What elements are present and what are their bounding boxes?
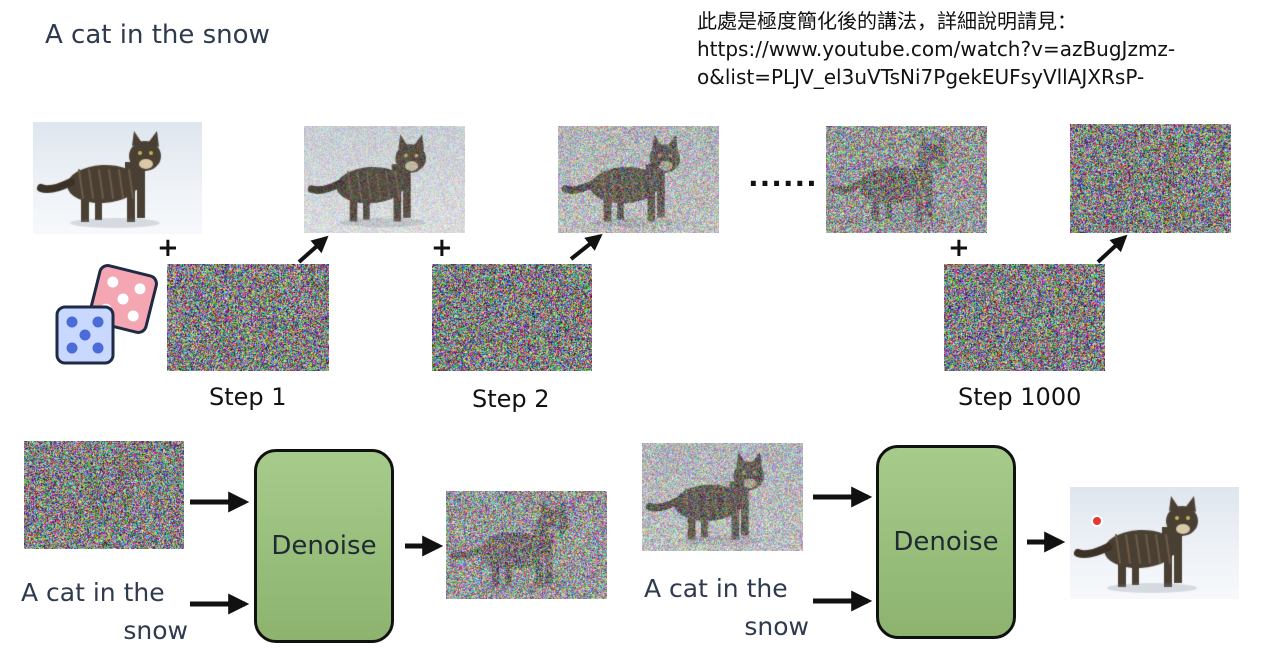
noisy-cat-step2-image <box>558 126 719 233</box>
noise-sample-step2 <box>432 264 592 371</box>
plus-sign-2: + <box>431 233 453 263</box>
denoise-block-2: Denoise <box>876 445 1016 639</box>
prompt-line-1: A cat in the <box>644 574 788 603</box>
arrow-step1-diagonal <box>297 235 329 264</box>
step-label-2: Step 2 <box>472 385 550 413</box>
denoise-label-2: Denoise <box>893 527 999 557</box>
pure-noise-step1000-image <box>1070 124 1231 233</box>
step-label-1000: Step 1000 <box>958 383 1082 411</box>
denoise-block-1: Denoise <box>254 449 394 643</box>
note-line-2[interactable]: https://www.youtube.com/watch?v=azBugJzm… <box>697 37 1176 61</box>
arrow-step2-diagonal <box>569 233 603 261</box>
denoise-output-image-1 <box>446 491 607 599</box>
slide-title: A cat in the snow <box>45 20 270 50</box>
step-label-1: Step 1 <box>209 383 287 411</box>
noise-sample-step1 <box>167 264 329 371</box>
denoise-input-noise-image <box>24 441 184 549</box>
ellipsis: ...... <box>748 160 818 193</box>
prompt-line-1: A cat in the <box>21 578 165 607</box>
text-prompt-1: A cat in the snow <box>21 574 196 650</box>
arrow-step1000-diagonal <box>1096 234 1128 264</box>
note-line-1: 此處是極度簡化後的講法，詳細說明請見： <box>697 9 1077 33</box>
noise-sample-step1000 <box>944 264 1105 371</box>
reference-note: 此處是極度簡化後的講法，詳細說明請見： https://www.youtube.… <box>697 7 1257 91</box>
denoise-input-noisy-cat-image <box>642 443 803 551</box>
prompt-line-2: snow <box>123 616 188 645</box>
denoise-output-clean-cat-image <box>1070 487 1239 599</box>
noisy-cat-step999-image <box>826 126 987 233</box>
clean-cat-image <box>33 122 202 234</box>
plus-sign-3: + <box>948 233 970 263</box>
plus-sign-1: + <box>157 233 179 263</box>
note-line-3[interactable]: o&list=PLJV_el3uVTsNi7PgekEUFsyVllAJXRsP… <box>697 65 1145 89</box>
noisy-cat-step1-image <box>304 126 465 233</box>
text-prompt-2: A cat in the snow <box>644 570 819 646</box>
denoise-label-1: Denoise <box>271 531 377 561</box>
prompt-line-2: snow <box>744 612 809 641</box>
